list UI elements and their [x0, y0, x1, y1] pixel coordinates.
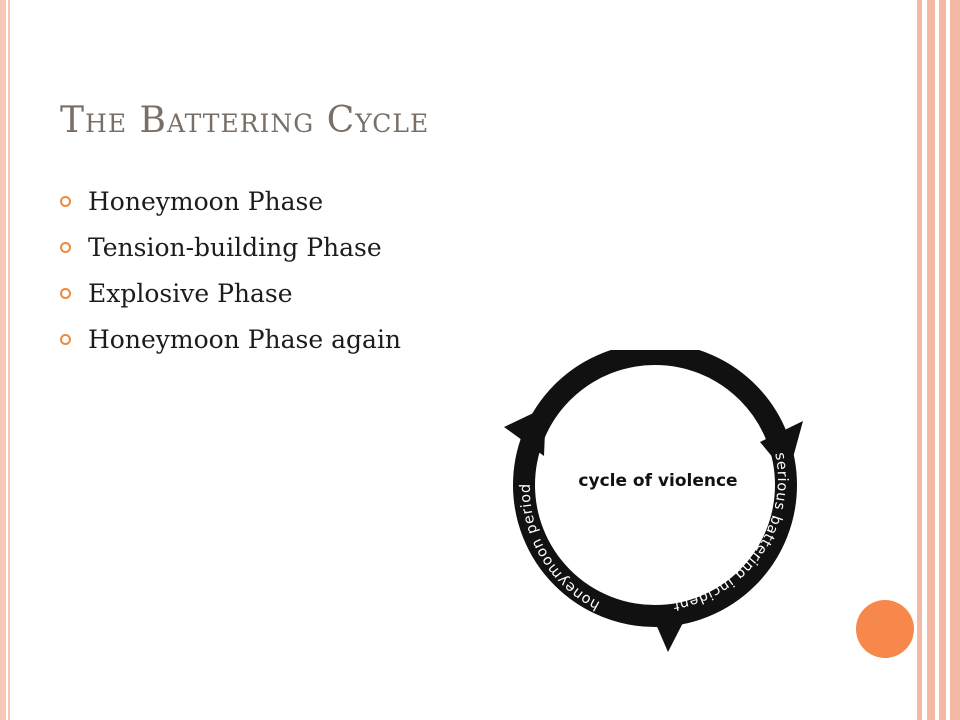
bullet-item: Explosive Phase [60, 270, 401, 316]
ring-bullet-icon [60, 287, 71, 299]
ring-bullet-icon [60, 333, 71, 345]
ring-bullet-icon [60, 241, 71, 253]
phase-label-tension: tension building [604, 378, 736, 411]
slide-title: The Battering Cycle [60, 100, 430, 141]
bullet-text: Honeymoon Phase again [88, 324, 402, 354]
arrowhead-icon [504, 407, 546, 456]
bullet-item: Honeymoon Phase again [60, 316, 401, 362]
cycle-diagram: tension building serious battering incid… [504, 350, 803, 652]
frame-border-left-thin [8, 0, 10, 720]
bullet-text: Honeymoon Phase [88, 186, 324, 216]
ring-bullet-icon [60, 195, 71, 207]
arrowhead-icon [760, 421, 803, 476]
accent-circle [856, 600, 914, 658]
diagram-center-label: cycle of violence [578, 471, 737, 491]
frame-border-left [0, 0, 6, 720]
bullet-list: Honeymoon Phase Tension-building Phase E… [60, 178, 401, 362]
frame-border-right [917, 0, 960, 720]
bullet-item: Tension-building Phase [60, 224, 401, 270]
bullet-text: Explosive Phase [88, 278, 293, 308]
bullet-item: Honeymoon Phase [60, 178, 401, 224]
bullet-text: Tension-building Phase [88, 232, 382, 262]
arrowhead-icon [649, 608, 689, 652]
